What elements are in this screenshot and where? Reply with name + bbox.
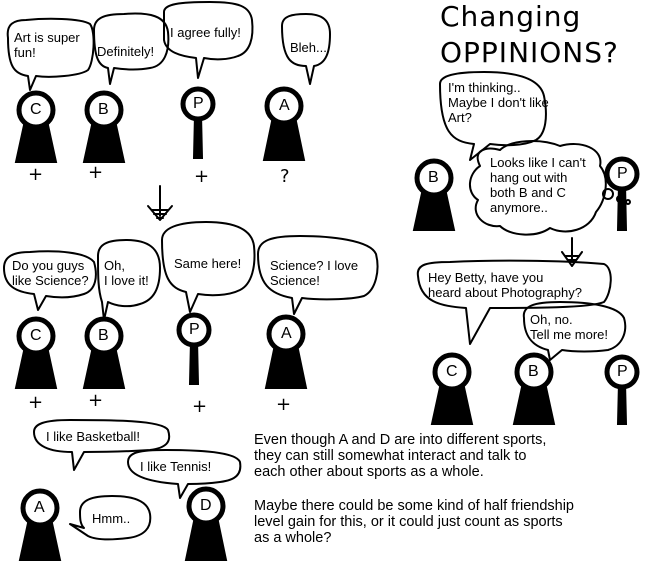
bubble-text: Do you guys like Science? xyxy=(12,258,89,288)
character-b xyxy=(412,158,456,231)
title-line-1: Changing xyxy=(440,0,582,33)
bubble-outline xyxy=(69,495,152,541)
bubble-outline xyxy=(281,13,331,85)
thought-dot xyxy=(602,188,614,200)
bubble-text: I like Basketball! xyxy=(46,429,140,444)
character-p xyxy=(176,312,212,385)
bubble-outline xyxy=(469,140,607,236)
bubble-text: I like Tennis! xyxy=(140,459,212,474)
plus-mark: + xyxy=(88,390,104,411)
character-b xyxy=(82,90,126,163)
bubble-text: Art is super fun! xyxy=(14,30,80,60)
character-c xyxy=(430,352,474,425)
character-p xyxy=(180,86,216,159)
figure-label: B xyxy=(98,101,109,118)
bubble-text: Bleh... xyxy=(290,40,327,55)
bubble-text: Oh, I love it! xyxy=(104,258,149,288)
bubble-text: Oh, no. Tell me more! xyxy=(530,312,609,342)
bubble-text: I agree fully! xyxy=(170,25,241,40)
figure-label: P xyxy=(617,363,628,380)
figure-label: B xyxy=(98,327,109,344)
bubble-outline xyxy=(127,449,242,499)
bubble-text: Hmm.. xyxy=(92,511,131,526)
plus-mark: + xyxy=(192,396,208,417)
character-d xyxy=(184,486,228,561)
thought-text: Looks like I can't hang out with both B … xyxy=(490,155,586,215)
character-a xyxy=(262,86,306,161)
title-line-2: OPPINIONS? xyxy=(440,36,619,69)
character-p xyxy=(604,156,640,231)
bubble-outline xyxy=(522,301,627,361)
bubble-outline xyxy=(97,239,161,321)
figure-label: C xyxy=(446,363,458,380)
figure-label: B xyxy=(428,169,439,186)
figure-label: P xyxy=(617,165,628,182)
bubble-outline xyxy=(33,419,171,471)
character-b xyxy=(512,352,556,425)
plus-mark: + xyxy=(88,162,104,183)
figure-label: C xyxy=(30,327,42,344)
plus-mark: + xyxy=(194,166,210,187)
bubble-outline xyxy=(163,1,254,79)
bubble-outline xyxy=(439,71,547,161)
plus-mark: + xyxy=(276,394,292,415)
character-c xyxy=(14,316,58,389)
bubble-outline xyxy=(257,235,379,315)
bubble-outline xyxy=(416,259,612,345)
figure-label: D xyxy=(200,497,212,514)
bubble-text: Hey Betty, have you heard about Photogra… xyxy=(428,270,582,300)
plus-mark: + xyxy=(28,392,44,413)
thought-dot xyxy=(625,199,631,205)
character-b xyxy=(82,316,126,389)
bubble-outline xyxy=(6,17,95,91)
question-mark: ? xyxy=(280,166,290,187)
down-arrow xyxy=(147,185,173,221)
figure-label: P xyxy=(189,321,200,338)
bubble-text: Same here! xyxy=(174,256,242,271)
character-p xyxy=(604,354,640,425)
bubble-outline xyxy=(161,221,256,313)
note-paragraph: Maybe there could be some kind of half f… xyxy=(254,498,574,546)
bubble-outline xyxy=(93,12,170,85)
character-a xyxy=(264,314,308,389)
bubble-text: Science? I love Science! xyxy=(270,258,359,288)
figure-label: P xyxy=(193,95,204,112)
bubble-text: I'm thinking.. Maybe I don't like Art? xyxy=(448,80,549,125)
bubble-text: Definitely! xyxy=(97,44,155,59)
figure-label: C xyxy=(30,101,42,118)
figure-label: B xyxy=(528,363,539,380)
note-paragraph: Even though A and D are into different s… xyxy=(254,432,547,480)
character-c xyxy=(14,90,58,163)
figure-label: A xyxy=(281,325,292,342)
figure-label: A xyxy=(34,499,45,516)
bubble-outline xyxy=(3,250,97,311)
plus-mark: + xyxy=(28,164,44,185)
down-arrow xyxy=(561,237,583,267)
figure-label: A xyxy=(279,97,290,114)
character-a xyxy=(18,488,62,561)
